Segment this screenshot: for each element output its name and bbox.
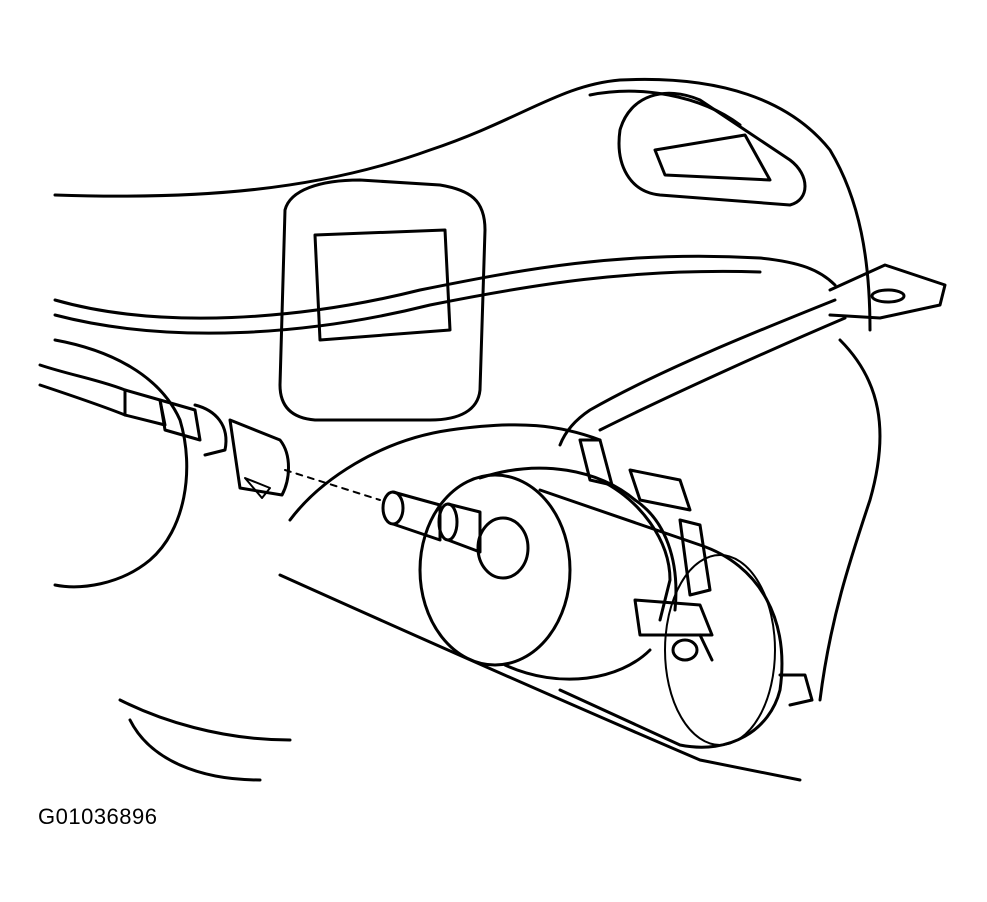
fuel-filter-diagram bbox=[38, 77, 947, 782]
figure-id-label: G01036896 bbox=[38, 804, 158, 829]
alignment-line bbox=[284, 469, 381, 501]
frame-body bbox=[53, 77, 872, 335]
fuel-line-inlet bbox=[38, 363, 290, 499]
filter-outlet-stub bbox=[778, 673, 814, 707]
filter-inlet-tube bbox=[381, 490, 482, 554]
fuel-filter bbox=[418, 466, 784, 749]
frame-cutout-left bbox=[278, 178, 487, 422]
frame-cutout-right bbox=[617, 91, 807, 207]
filter-clamp bbox=[578, 438, 714, 662]
mounting-bracket bbox=[558, 263, 947, 447]
crossmember bbox=[53, 338, 882, 782]
